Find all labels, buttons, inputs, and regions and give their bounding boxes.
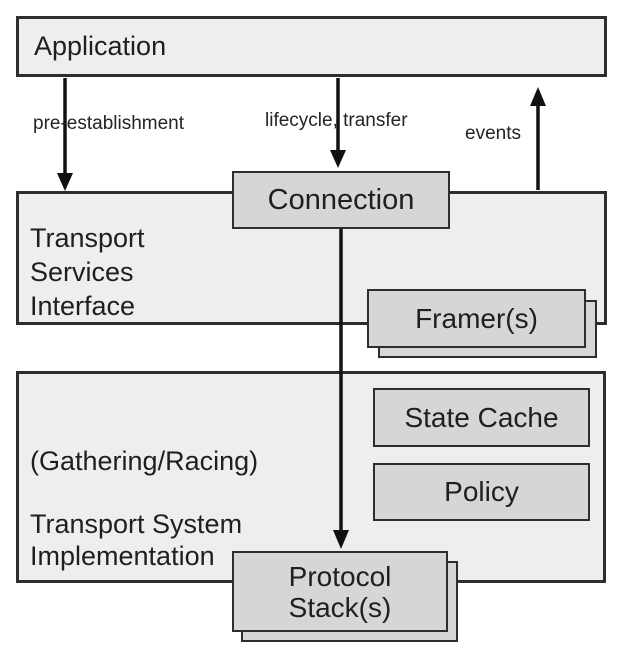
events-arrow-label: events: [465, 123, 521, 144]
connection-box: Connection: [232, 171, 450, 229]
transport-services-interface-label: Transport Services Interface: [30, 223, 145, 321]
application-label: Application: [34, 31, 167, 61]
policy-box: Policy: [373, 463, 590, 521]
state-cache-label: State Cache: [404, 401, 559, 433]
pre-establishment-arrow-label: pre-establishment: [33, 113, 185, 134]
application-box: Application: [16, 16, 607, 77]
state-cache-box: State Cache: [373, 388, 590, 447]
events-arrow: [530, 87, 546, 190]
protocol-stack-label-line1: Protocol: [288, 560, 392, 592]
connection-to-protocol-arrow: [333, 229, 349, 549]
framer-label: Framer(s): [415, 302, 538, 334]
lifecycle-transfer-arrow: [330, 78, 346, 168]
pre-establishment-arrow: [57, 78, 73, 191]
protocol-stack-box: Protocol Stack(s): [232, 551, 448, 632]
lifecycle-transfer-arrow-label: lifecycle, transfer: [265, 110, 408, 131]
transport-system-implementation-label: Transport System Implementation: [30, 509, 243, 571]
framer-box: Framer(s): [367, 289, 586, 348]
protocol-stack-label-line2: Stack(s): [288, 591, 392, 623]
gathering-racing-label: (Gathering/Racing): [30, 446, 259, 476]
policy-label: Policy: [444, 476, 519, 507]
connection-label: Connection: [267, 183, 415, 216]
